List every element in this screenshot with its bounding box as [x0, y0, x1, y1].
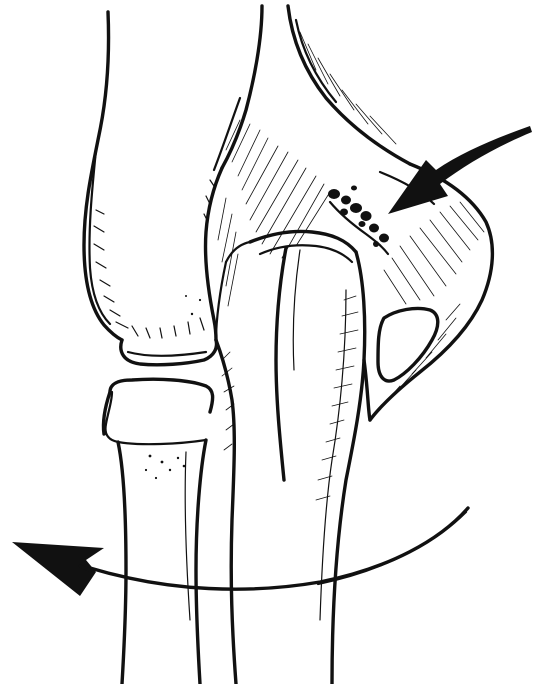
- osteophytes: [328, 186, 389, 255]
- olecranon-hatching: [384, 202, 484, 404]
- ulna-hatching: [316, 296, 358, 500]
- rotation-arrow: [12, 508, 468, 596]
- ulna: [216, 231, 365, 684]
- humerus: [84, 6, 410, 365]
- olecranon: [364, 164, 492, 420]
- trochlea-hatching: [218, 120, 330, 306]
- radial-head-stipple: [145, 455, 185, 480]
- humerus-hatching: [94, 210, 204, 338]
- radius: [103, 379, 212, 684]
- fossa-hatching: [300, 32, 396, 144]
- impingement-arrow: [388, 126, 532, 214]
